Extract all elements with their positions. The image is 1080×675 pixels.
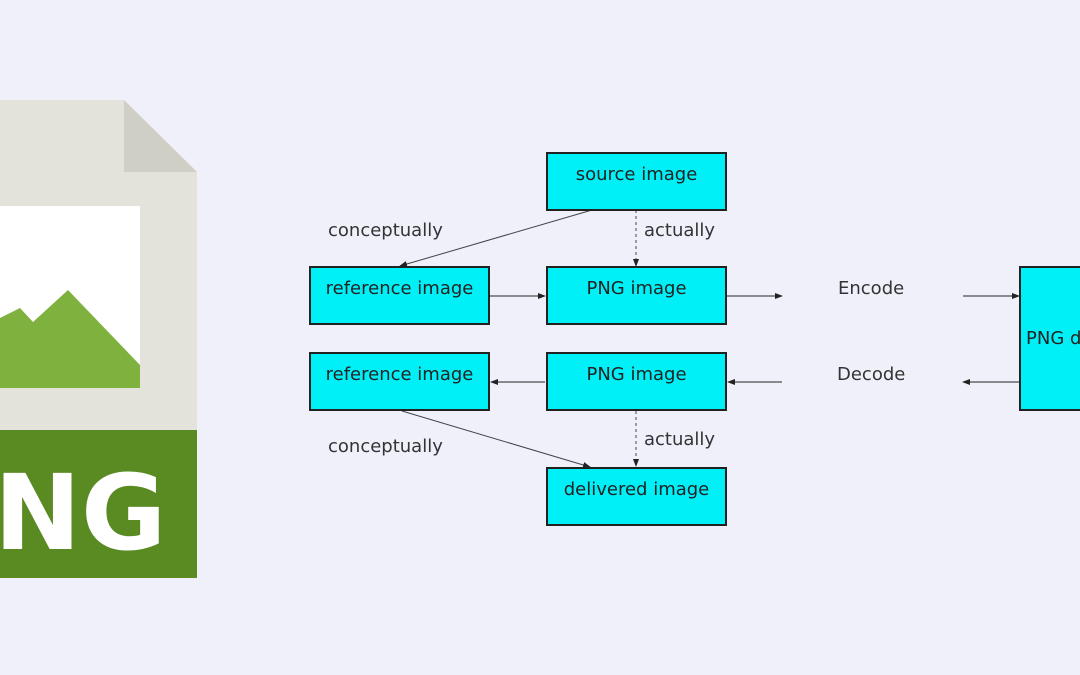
png-file-box: PNG d: [1019, 266, 1080, 411]
conceptually-label-top: conceptually: [328, 220, 443, 241]
source-image-box: source image: [546, 152, 727, 211]
delivered-image-box: delivered image: [546, 467, 727, 526]
png-file-icon: NG: [0, 100, 197, 578]
arrow-source-to-reference: [399, 209, 593, 267]
encode-label: Encode: [838, 278, 905, 299]
actually-label-top: actually: [644, 220, 716, 241]
arrow-reference-to-delivered: [401, 410, 591, 468]
conceptually-label-bottom: conceptually: [328, 436, 443, 457]
file-type-label: NG: [0, 452, 166, 574]
file-fold-corner: [124, 100, 197, 172]
png-image-box-top: PNG image: [546, 266, 727, 325]
reference-image-box-top: reference image: [309, 266, 490, 325]
actually-label-bottom: actually: [644, 429, 716, 450]
reference-image-box-bottom: reference image: [309, 352, 490, 411]
decode-label: Decode: [837, 364, 906, 385]
mountain-shape: [0, 290, 140, 388]
png-image-box-bottom: PNG image: [546, 352, 727, 411]
file-label-band: [0, 430, 197, 578]
